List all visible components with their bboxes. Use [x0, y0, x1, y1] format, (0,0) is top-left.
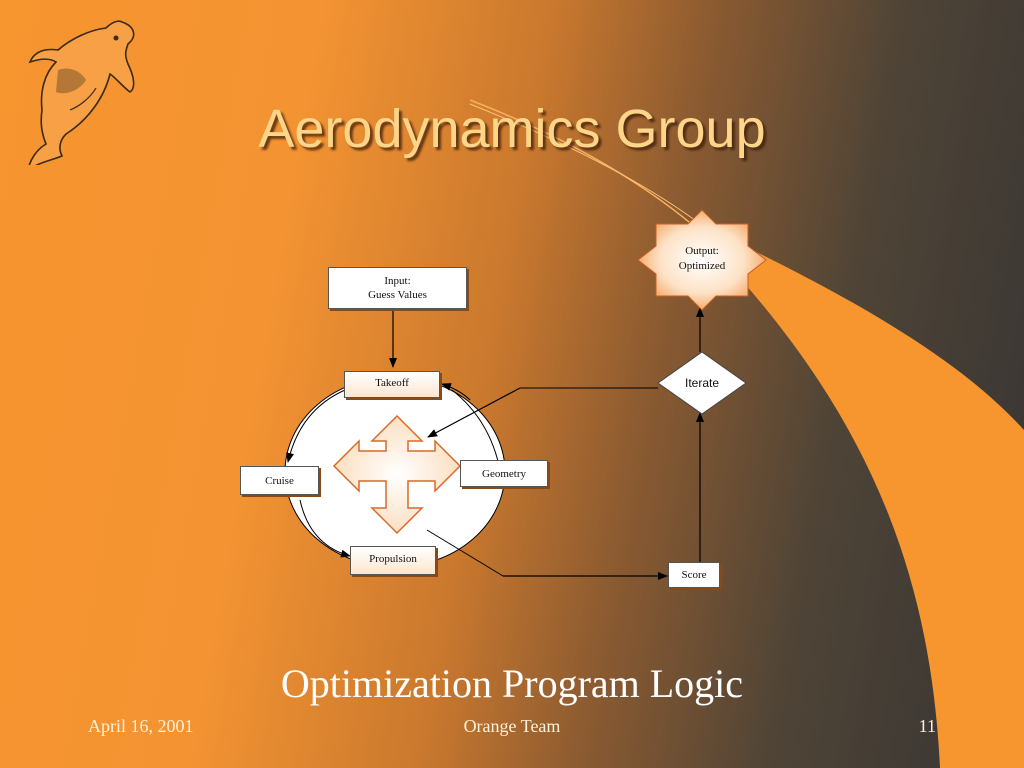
arrow-iterate-to-center — [427, 387, 521, 438]
slide-title: Aerodynamics Group — [258, 99, 766, 159]
arrow-center-to-score-a — [426, 529, 504, 577]
iterate-label: Iterate — [684, 376, 720, 390]
output-star — [637, 209, 767, 311]
orca-whale-logo — [28, 20, 135, 165]
four-way-arrow-icon — [332, 414, 462, 535]
geometry-box: Geometry — [460, 460, 548, 487]
loop-arrow-to-takeoff — [441, 383, 471, 401]
footer-date: April 16, 2001 — [88, 716, 194, 736]
takeoff-box: Takeoff — [344, 371, 440, 398]
propulsion-box: Propulsion — [350, 546, 436, 575]
score-box: Score — [668, 562, 720, 588]
iterate-diamond — [657, 351, 747, 415]
slide-caption: Optimization Program Logic — [280, 661, 744, 706]
input-guess-values-box: Input: Guess Values — [328, 267, 467, 309]
cruise-box: Cruise — [240, 466, 319, 495]
footer-page-number: 11 — [918, 716, 936, 736]
loop-arrow-top-left — [286, 389, 346, 463]
output-optimized-label: Output: Optimized — [678, 245, 726, 272]
loop-arrow-bottom-left — [299, 499, 351, 558]
footer-team: Orange Team — [463, 716, 561, 736]
